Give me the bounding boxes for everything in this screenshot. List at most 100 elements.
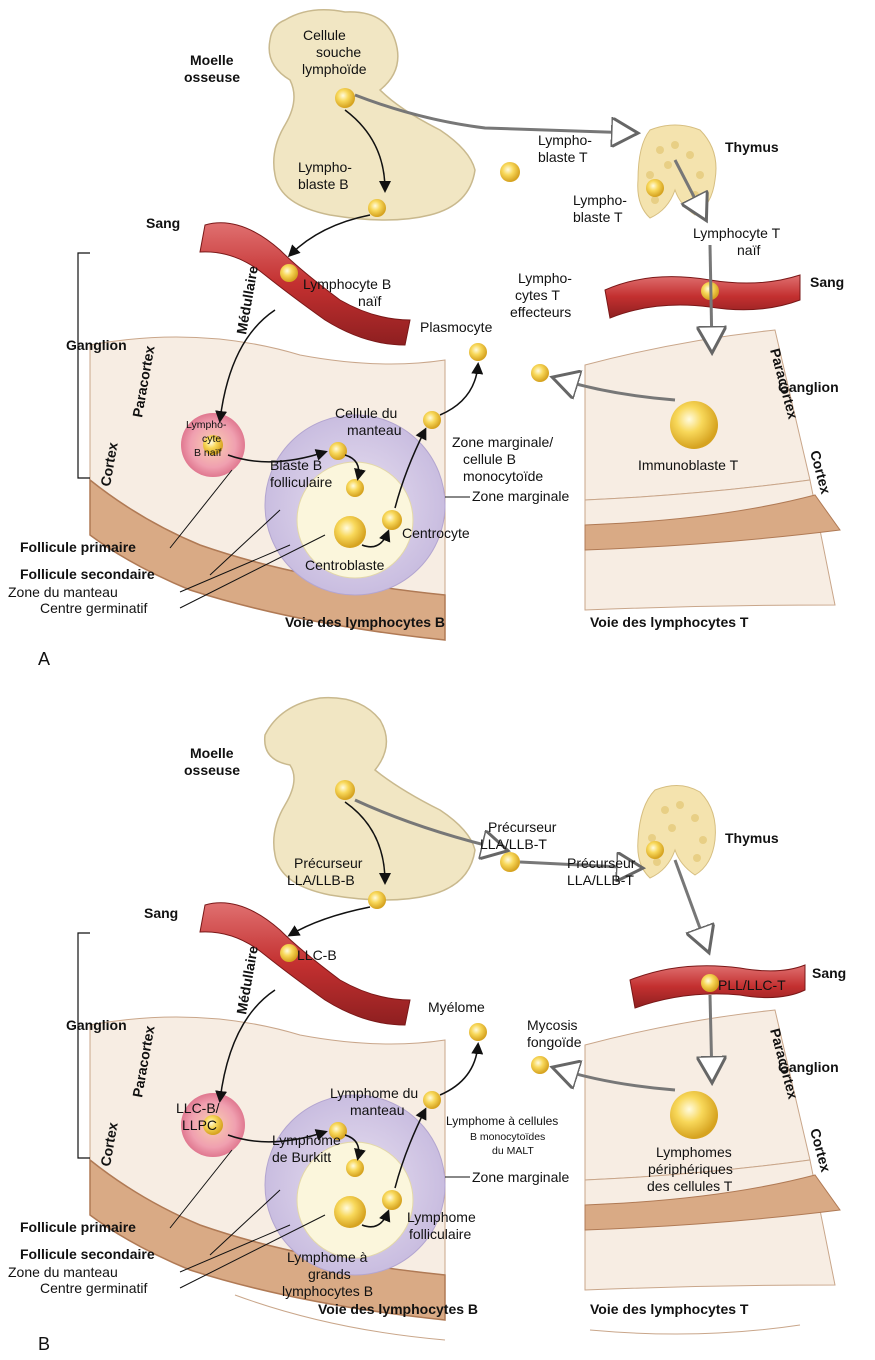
cell-lymphoblast-t	[500, 162, 520, 182]
label-b-primary-follicle: Follicule primaire	[20, 1219, 136, 1235]
label-b-marginal-zone: Zone marginale	[472, 1169, 569, 1185]
label-effector-t-2: cytes T	[515, 287, 560, 303]
panel-b-letter: B	[38, 1334, 50, 1354]
label-b-ganglion-left: Ganglion	[66, 1017, 127, 1033]
cell-large-b	[334, 1196, 366, 1228]
label-effector-t-1: Lympho-	[518, 270, 572, 286]
cell-lymphoblast-b	[368, 199, 386, 217]
label-naive-b-2: naïf	[358, 293, 381, 309]
label-primary-follicle: Follicule primaire	[20, 539, 136, 555]
label-naive-b-follicle-1: Lympho-	[186, 419, 227, 431]
label-b-peripheral-t-3: des cellules T	[647, 1178, 733, 1194]
arrow-to-plasmocyte	[440, 365, 478, 415]
cell-precursor-b	[368, 891, 386, 909]
label-b-blood-right: Sang	[812, 965, 846, 981]
label-b-precursor-b-1: Précurseur	[294, 855, 363, 871]
cell-thymus-b	[646, 841, 664, 859]
label-centrocyte: Centrocyte	[402, 525, 470, 541]
label-naive-t-2: naïf	[737, 242, 760, 258]
label-mantle-zone: Zone du manteau	[8, 584, 118, 600]
label-b-large-b-1: Lymphome à	[287, 1249, 368, 1265]
cell-malt	[423, 1091, 441, 1109]
label-lymphoblast-t-2: blaste T	[538, 149, 588, 165]
label-b-myeloma: Myélome	[428, 999, 485, 1015]
label-b-germinal-center: Centre germinatif	[40, 1280, 147, 1296]
label-b-ganglion-right: Ganglion	[778, 1059, 839, 1075]
label-b-malt-1: Lymphome à cellules	[446, 1114, 558, 1128]
cell-burkitt	[346, 1159, 364, 1177]
label-stem-cell-2: souche	[316, 44, 361, 60]
label-b-mycosis-2: fongoïde	[527, 1034, 582, 1050]
label-b-malt-2: B monocytoïdes	[470, 1131, 545, 1143]
cell-follicular-lymphoma	[382, 1190, 402, 1210]
label-ganglion-right: Ganglion	[778, 379, 839, 395]
label-thymus-lymphoblast-1: Lympho-	[573, 192, 627, 208]
label-b-mantle-lymphoma-1: Lymphome du	[330, 1085, 418, 1101]
label-b-llc-llpc-1: LLC-B/	[176, 1100, 220, 1116]
label-b-large-b-3: lymphocytes B	[282, 1283, 373, 1299]
label-b-peripheral-t-2: périphériques	[648, 1161, 733, 1177]
label-b-mantle-zone: Zone du manteau	[8, 1264, 118, 1280]
label-b-b-pathway: Voie des lymphocytes B	[318, 1301, 478, 1317]
cell-stem	[335, 88, 355, 108]
label-b-bone-marrow-1: Moelle	[190, 745, 234, 761]
panel-a-letter: A	[38, 649, 50, 669]
label-marginal-zone: Zone marginale	[472, 488, 569, 504]
cell-myeloma	[469, 1023, 487, 1041]
label-b-mantle-lymphoma-2: manteau	[350, 1102, 404, 1118]
cell-mycosis	[531, 1056, 549, 1074]
label-t-pathway: Voie des lymphocytes T	[590, 614, 749, 630]
label-b-malt-3: du MALT	[492, 1145, 534, 1157]
label-follicular-blast-2: folliculaire	[270, 474, 332, 490]
label-b-secondary-follicle: Follicule secondaire	[20, 1246, 155, 1262]
label-effector-t-3: effecteurs	[510, 304, 571, 320]
cell-immunoblast	[670, 401, 718, 449]
label-b-follicular-2: folliculaire	[409, 1226, 471, 1242]
label-marginal-cell-1: Zone marginale/	[452, 434, 553, 450]
label-b-precursor-b-2: LLA/LLB-B	[287, 872, 355, 888]
cell-thymus	[646, 179, 664, 197]
label-mantle-cell-1: Cellule du	[335, 405, 397, 421]
thymus-shape	[638, 125, 716, 218]
cell-centroblast	[334, 516, 366, 548]
label-b-burkitt-1: Lymphome	[272, 1132, 341, 1148]
panel-b	[78, 698, 840, 1340]
label-blood-right: Sang	[810, 274, 844, 290]
label-naive-b-follicle-2: cyte	[202, 433, 221, 445]
label-ganglion-left: Ganglion	[66, 337, 127, 353]
label-b-pll-llc-t: PLL/LLC-T	[718, 977, 786, 993]
blood-vessel-right	[605, 275, 800, 318]
blood-vessel-left-b	[200, 903, 410, 1025]
label-lymphoblast-b-1: Lympho-	[298, 159, 352, 175]
label-b-llc-b: LLC-B	[297, 947, 337, 963]
cell-centrocyte	[382, 510, 402, 530]
label-b-precursor-t-1: Précurseur	[488, 819, 557, 835]
label-thymus-lymphoblast-2: blaste T	[573, 209, 623, 225]
label-b-precursor-thymus-1: Précurseur	[567, 855, 636, 871]
cell-marrow-b	[335, 780, 355, 800]
label-secondary-follicle: Follicule secondaire	[20, 566, 155, 582]
label-b-peripheral-t-1: Lymphomes	[656, 1144, 732, 1160]
cell-llc-b	[280, 944, 298, 962]
cell-naive-b	[280, 264, 298, 282]
label-marginal-cell-3: monocytoïde	[463, 468, 543, 484]
label-germinal-center: Centre germinatif	[40, 600, 147, 616]
label-blood-left: Sang	[146, 215, 180, 231]
label-bone-marrow-2: osseuse	[184, 69, 240, 85]
cell-plasmocyte	[469, 343, 487, 361]
cell-precursor-t	[500, 852, 520, 872]
label-b-mycosis-1: Mycosis	[527, 1017, 578, 1033]
label-naive-b-follicle-3: B naïf	[194, 447, 222, 459]
label-b-burkitt-2: de Burkitt	[272, 1149, 331, 1165]
label-b-blood-left: Sang	[144, 905, 178, 921]
label-mantle-cell-2: manteau	[347, 422, 401, 438]
label-centroblast: Centroblaste	[305, 557, 385, 573]
label-lymphoblast-b-2: blaste B	[298, 176, 349, 192]
label-b-precursor-thymus-2: LLA/LLB-T	[567, 872, 634, 888]
label-naive-b-1: Lymphocyte B	[303, 276, 391, 292]
label-b-bone-marrow-2: osseuse	[184, 762, 240, 778]
label-bone-marrow-1: Moelle	[190, 52, 234, 68]
arrow-b-to-blood	[290, 215, 370, 255]
label-b-large-b-2: grands	[308, 1266, 351, 1282]
label-plasmocyte: Plasmocyte	[420, 319, 493, 335]
